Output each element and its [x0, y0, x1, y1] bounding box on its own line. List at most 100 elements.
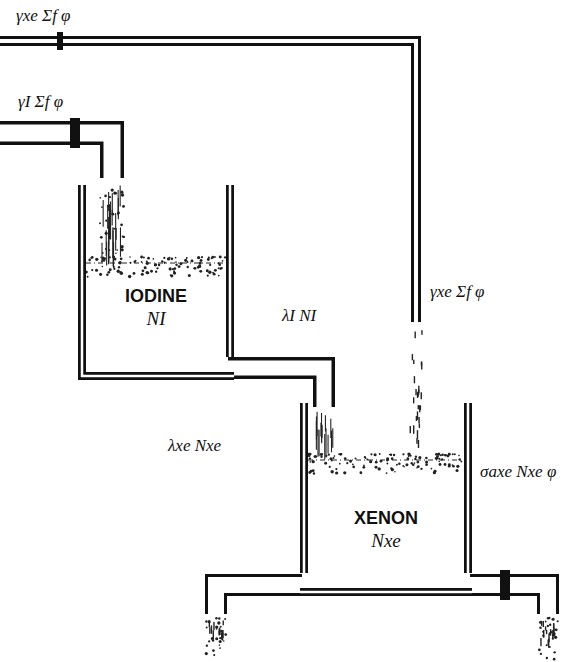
- particle-dot: [95, 258, 98, 261]
- tank-wall: [82, 185, 234, 376]
- particle-dot: [175, 257, 177, 259]
- flow-rate-label: γxe Σf φ: [14, 6, 73, 26]
- particle-dot: [335, 471, 338, 474]
- particle-dot: [415, 455, 417, 457]
- particle-dot: [117, 213, 119, 215]
- particle-dot: [379, 453, 381, 455]
- particle-dot: [88, 259, 91, 262]
- particle-dot: [193, 267, 196, 270]
- stream-stroke: [421, 330, 422, 335]
- particle-dot: [216, 628, 218, 630]
- particle-dot: [218, 275, 220, 277]
- particle-dot: [312, 460, 315, 463]
- particle-dot: [142, 269, 145, 272]
- particle-dot: [552, 638, 554, 640]
- particle-dot: [205, 620, 207, 622]
- particle-dot: [109, 268, 112, 271]
- tank-name: XENON: [300, 507, 472, 529]
- particle-dot: [113, 256, 115, 258]
- particle-dot: [219, 644, 221, 646]
- particle-dot: [99, 197, 101, 199]
- particle-dot: [364, 456, 366, 458]
- particle-dot: [175, 261, 177, 263]
- particle-dot: [219, 640, 222, 643]
- particle-dot: [375, 461, 378, 464]
- particle-dot: [370, 453, 372, 455]
- particle-dot: [143, 256, 145, 258]
- stream-stroke: [325, 415, 326, 431]
- xenon-burnup-pipe: [470, 570, 548, 617]
- particle-dot: [452, 465, 455, 468]
- particle-dot: [555, 628, 558, 631]
- stream-stroke: [421, 362, 422, 370]
- particle-dot: [396, 464, 398, 466]
- particle-dot: [154, 264, 157, 267]
- particle-dot: [223, 640, 225, 642]
- stream-stroke: [332, 428, 333, 447]
- particle-dot: [441, 454, 443, 456]
- particle-dot: [121, 193, 124, 196]
- particle-dot: [547, 625, 549, 627]
- particle-dot: [542, 635, 544, 637]
- tank-wall-inner: [82, 185, 234, 376]
- particle-dot: [107, 271, 110, 274]
- particle-dot: [549, 646, 551, 648]
- particle-dot: [219, 267, 222, 270]
- particle-dot: [174, 267, 177, 270]
- particle-dot: [420, 468, 422, 470]
- stream-stroke: [545, 626, 546, 630]
- particle-dot: [224, 256, 226, 258]
- tank-wall: [300, 403, 472, 592]
- particle-dot: [329, 466, 331, 468]
- particle-dot: [308, 471, 311, 474]
- stream-stroke: [417, 430, 418, 439]
- particle-dot: [386, 472, 388, 474]
- particle-dot: [334, 455, 336, 457]
- stream-stroke: [325, 428, 326, 457]
- particle-dot: [313, 455, 316, 458]
- particle-dot: [324, 462, 327, 465]
- particle-dot: [120, 272, 123, 275]
- particle-dot: [112, 256, 115, 259]
- stream-stroke: [328, 435, 329, 454]
- particle-dot: [152, 258, 154, 260]
- particle-dot: [121, 248, 124, 251]
- particle-dot: [448, 465, 451, 468]
- particle-dot: [445, 454, 447, 456]
- particle-dot: [169, 267, 172, 270]
- particle-dot: [102, 256, 104, 258]
- particle-dot: [105, 248, 107, 250]
- tank-outline: [300, 403, 472, 596]
- particle-dot: [352, 463, 354, 465]
- particle-dot: [215, 617, 217, 619]
- stream-stroke: [322, 425, 323, 438]
- stream-stroke: [421, 392, 422, 399]
- particle-dot: [407, 457, 410, 460]
- particle-dot: [425, 457, 428, 460]
- particle-dot: [339, 463, 341, 465]
- particle-dot: [100, 257, 102, 259]
- particle-dot: [95, 269, 98, 272]
- particle-dot: [547, 617, 549, 619]
- particle-dot: [133, 260, 135, 262]
- particle-dot: [206, 270, 208, 272]
- particle-dot: [144, 266, 147, 269]
- particle-dot: [386, 463, 388, 465]
- particle-dot: [147, 272, 150, 275]
- particle-dot: [366, 458, 368, 460]
- particle-dot: [391, 457, 394, 460]
- particle-dot: [214, 269, 217, 272]
- particle-dot: [315, 455, 318, 458]
- particle-dot: [411, 462, 413, 464]
- particle-dot: [546, 644, 548, 646]
- particle-dot: [538, 648, 541, 651]
- particle-dot: [330, 470, 333, 473]
- particle-dot: [135, 260, 137, 262]
- particle-dot: [211, 256, 214, 259]
- stream-stroke: [321, 413, 322, 442]
- particle-dot: [325, 455, 327, 457]
- particle-dot: [109, 196, 111, 198]
- particle-dot: [542, 631, 544, 633]
- particle-dot: [539, 626, 541, 628]
- stream-stroke: [211, 625, 212, 633]
